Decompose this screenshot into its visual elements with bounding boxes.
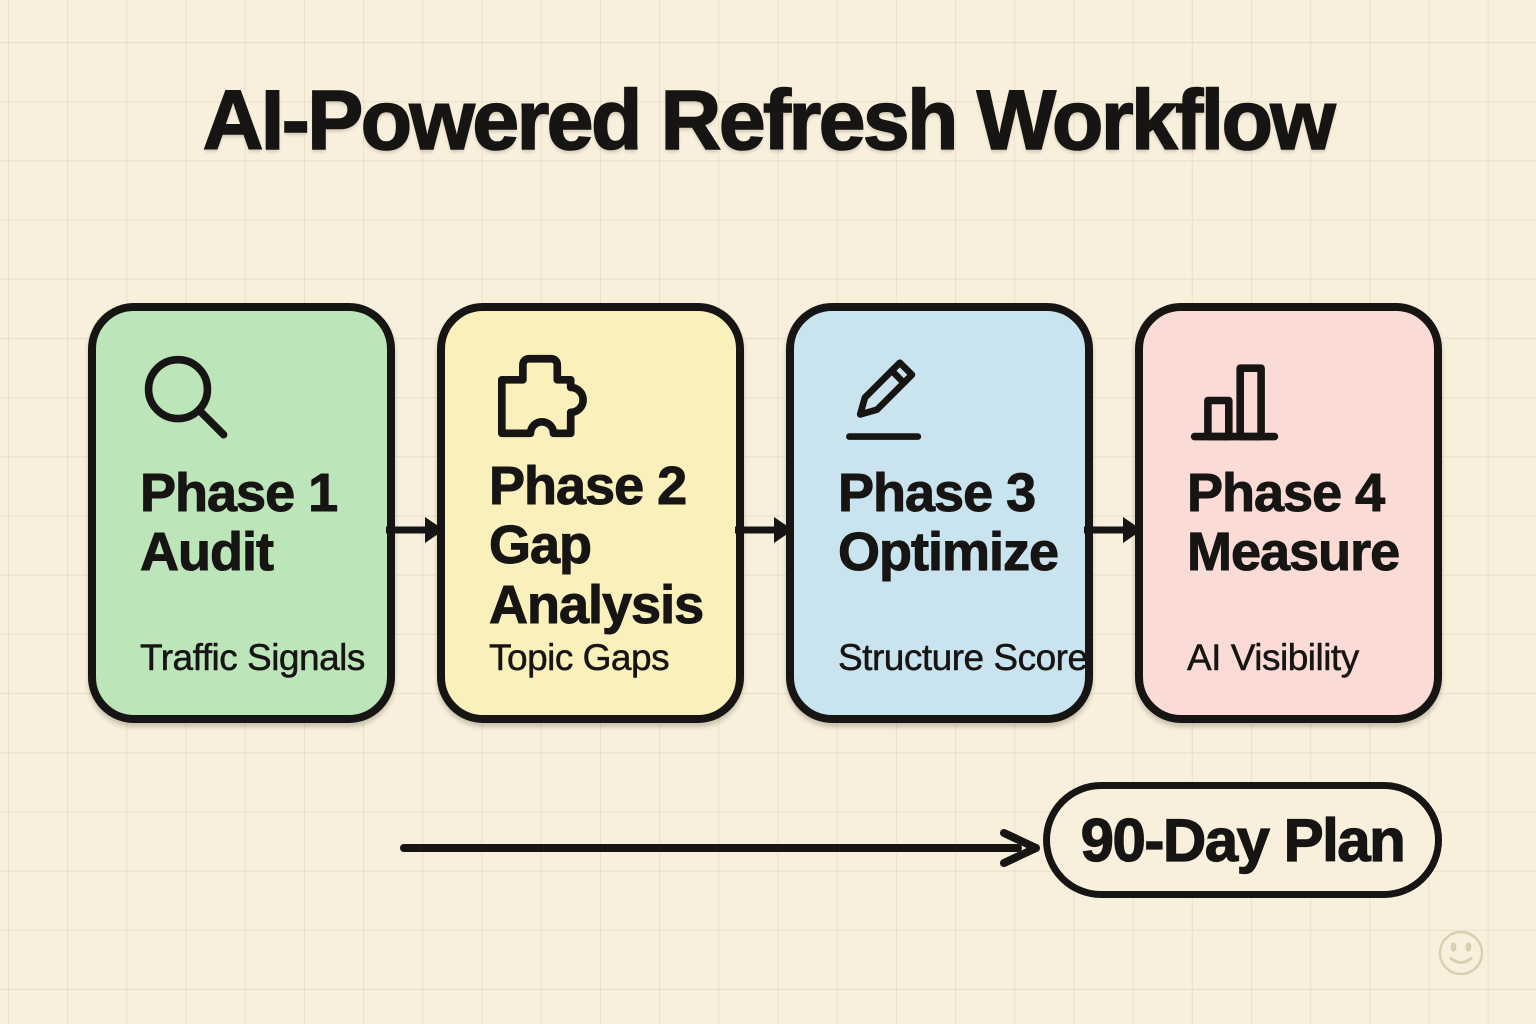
phase-1-subtitle: Traffic Signals (140, 637, 366, 679)
phase-2-card: Phase 2 Gap Analysis Topic Gaps (437, 303, 744, 723)
bar-chart-icon (1187, 353, 1404, 448)
phase-2-title: Phase 2 Gap Analysis (489, 456, 705, 635)
arrow-to-outcome (400, 826, 1048, 870)
magnifier-search-icon (140, 353, 357, 448)
phase-2-subtitle: Topic Gaps (489, 637, 670, 679)
phase-3-subtitle: Structure Score (838, 637, 1089, 679)
phase-4-subtitle: AI Visibility (1187, 637, 1360, 679)
phase-1-card: Phase 1 Audit Traffic Signals (88, 303, 395, 723)
phase-4-card: Phase 4 Measure AI Visibility (1135, 303, 1442, 723)
arrow-phase2-to-phase3 (735, 303, 793, 723)
phase-3-card: Phase 3 Optimize Structure Score (786, 303, 1093, 723)
phase-3-title: Phase 3 Optimize (838, 463, 1060, 583)
phase-1-title: Phase 1 Audit (140, 463, 339, 583)
phase-4-title: Phase 4 Measure (1187, 463, 1401, 583)
smiley-watermark-icon (1436, 928, 1486, 978)
page-title: AI-Powered Refresh Workflow (202, 72, 1337, 168)
pencil-edit-icon (838, 353, 1055, 448)
arrow-phase1-to-phase2 (386, 303, 444, 723)
outcome-pill: 90-Day Plan (1043, 782, 1442, 898)
arrow-phase3-to-phase4 (1084, 303, 1142, 723)
outcome-label: 90-Day Plan (1080, 806, 1406, 874)
puzzle-piece-icon (489, 353, 706, 441)
phase-cards-row: Phase 1 Audit Traffic Signals Phase 2 Ga… (88, 303, 1442, 723)
